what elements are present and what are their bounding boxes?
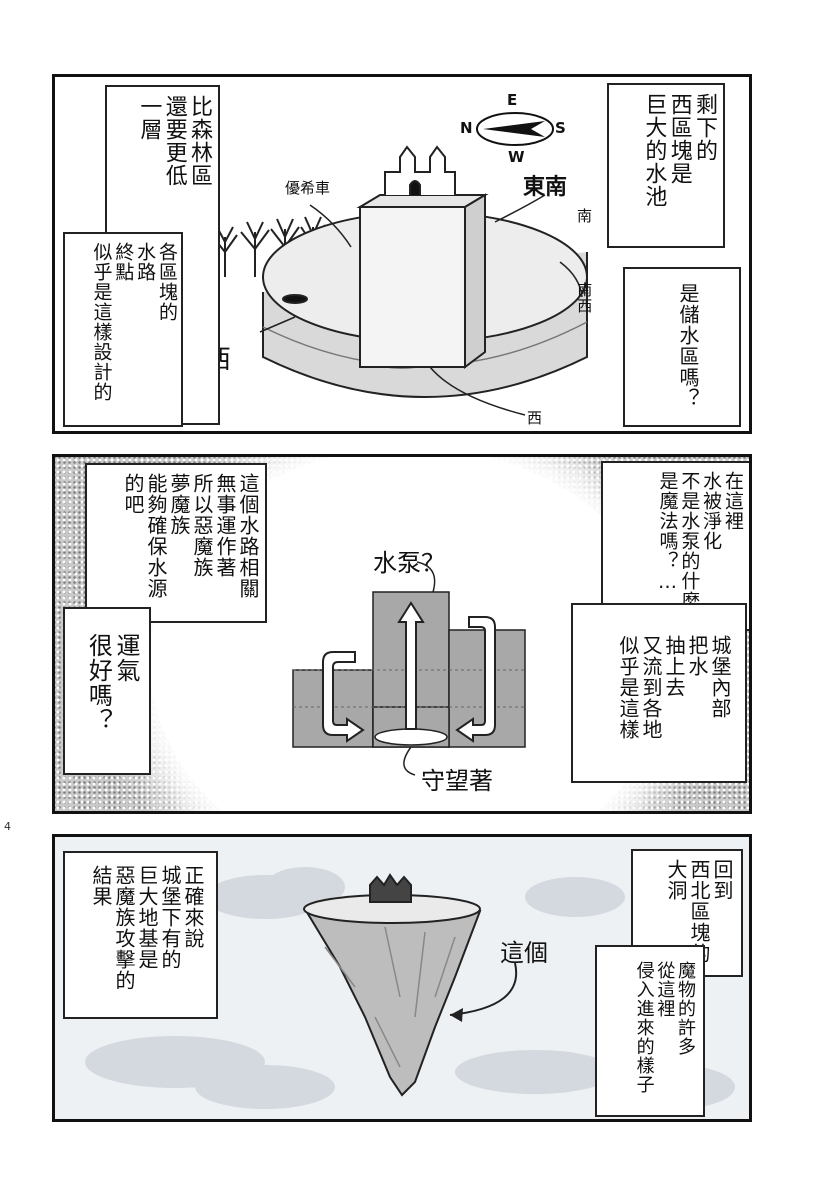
label-pump: 水泵？	[373, 549, 445, 577]
caption-left-top: 這個水路相關 無事運作著 所以惡魔族 夢魔族 能夠確保水源 的吧	[85, 463, 267, 623]
caption-right-top-text: 剩下的 西區塊是 巨大的水池	[641, 93, 717, 208]
caption-left: 正確來說 城堡下有的 巨大地基是 惡魔族攻擊的 結果	[63, 851, 218, 1019]
caption-left-text: 正確來說 城堡下有的 巨大地基是 惡魔族攻擊的 結果	[89, 865, 205, 991]
compass-s: S	[555, 119, 566, 137]
bottom-leader	[403, 746, 416, 776]
caption-right-bottom: 城堡內部 把水 抽上去 又流到各地 似乎是這樣	[571, 603, 747, 783]
pump-leader	[416, 561, 436, 593]
label-southwest: 南西	[575, 282, 594, 314]
caption-right-bottom: 是儲水區嗎？	[623, 267, 741, 427]
island-rock	[303, 873, 482, 1097]
page-number: 4	[4, 820, 11, 833]
label-watching: 守望著	[421, 767, 493, 795]
caption-right-top-text: 回到 西北區塊的 大洞	[664, 859, 734, 964]
pump-diagram	[292, 561, 526, 776]
caption-left-bottom-text: 運氣 很好嗎？	[84, 633, 140, 733]
castle-block	[356, 145, 489, 369]
caption-right-top: 剩下的 西區塊是 巨大的水池	[607, 83, 725, 248]
caption-right-bottom-text: 是儲水區嗎？	[676, 283, 700, 409]
panel-2: 水泵？ 守望著 這個水路相關 無事運作著 所以惡魔族 夢魔族 能夠確保水源 的吧…	[52, 454, 752, 814]
castle-map-illustration	[212, 112, 588, 416]
label-southeast: 東南	[523, 175, 568, 200]
caption-left-inner-text: 各區塊的 水路 終點 似乎是這樣設計的	[90, 242, 178, 402]
caption-right-bottom-text: 城堡內部 把水 抽上去 又流到各地 似乎是這樣	[616, 635, 732, 740]
caption-right-top-text: 在這裡 水被淨化 不是水泵的什麼 是魔法嗎？…	[656, 471, 744, 611]
label-south: 南	[577, 207, 593, 225]
label-west-small: 西	[527, 409, 543, 427]
compass-icon	[476, 112, 554, 146]
compass-n: N	[460, 119, 473, 137]
caption-left-inner: 各區塊的 水路 終點 似乎是這樣設計的	[63, 232, 183, 427]
compass-e: E	[507, 91, 518, 109]
compass-w: W	[508, 148, 525, 166]
caption-right-bottom: 魔物的許多 從這裡 侵入進來的樣子	[595, 945, 705, 1117]
panel-3: 這個 正確來說 城堡下有的 巨大地基是 惡魔族攻擊的 結果 回到 西北區塊的 大…	[52, 834, 752, 1122]
caption-right-top: 在這裡 水被淨化 不是水泵的什麼 是魔法嗎？…	[601, 461, 749, 631]
pointer-arrow	[449, 962, 518, 1016]
panel-1: 優希車 東南 南 南西 北 西 西 N E S W 比森林區 還要更低 一層 各…	[52, 74, 752, 434]
caption-left-outer-text: 比森林區 還要更低 一層	[136, 95, 212, 187]
caption-right-bottom-text: 魔物的許多 從這裡 侵入進來的樣子	[633, 961, 696, 1094]
leader-lines	[259, 194, 583, 416]
caption-left-bottom: 運氣 很好嗎？	[63, 607, 151, 775]
flow-arrows	[322, 601, 496, 743]
label-yukiche: 優希車	[285, 179, 331, 197]
label-this-one: 這個	[500, 939, 548, 967]
caption-left-top-text: 這個水路相關 無事運作著 所以惡魔族 夢魔族 能夠確保水源 的吧	[121, 473, 260, 599]
